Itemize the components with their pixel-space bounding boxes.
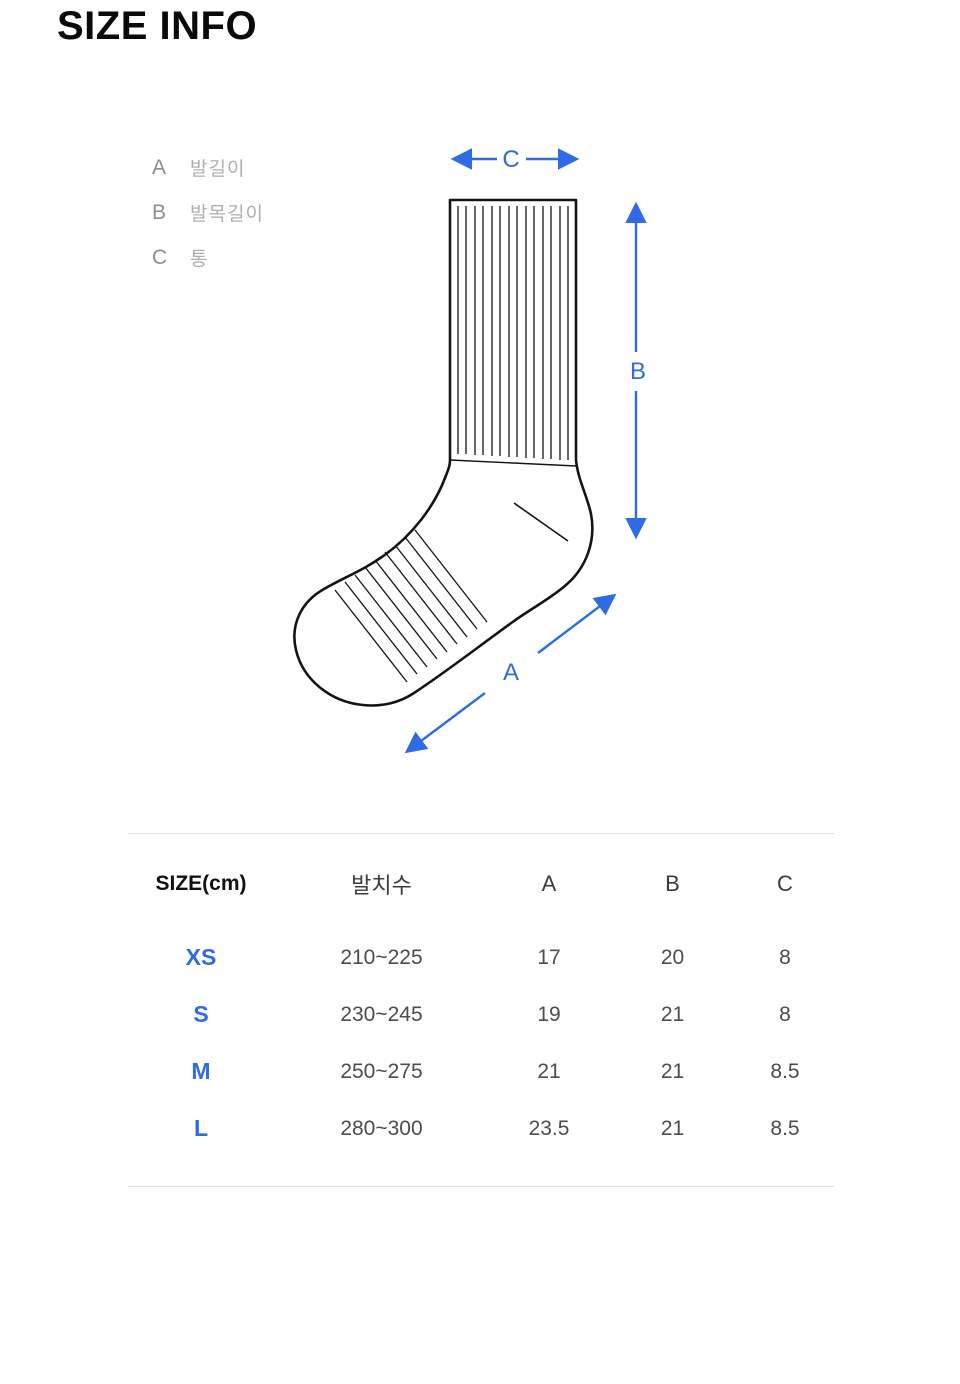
size-table: SIZE(cm) 발치수 A B C XS 210~225 17 20 8 S … xyxy=(128,833,834,1187)
table-row-m: M 250~275 21 21 8.5 xyxy=(128,1043,834,1100)
table-row-xs: XS 210~225 17 20 8 xyxy=(128,929,834,986)
foot-range: 230~245 xyxy=(340,1002,423,1026)
legend-key-b: B xyxy=(152,200,167,224)
size-label: L xyxy=(193,1115,209,1141)
size-label: XS xyxy=(185,944,217,970)
value-b: 21 xyxy=(660,1059,685,1083)
size-label: S xyxy=(193,1001,209,1027)
header-c: C xyxy=(777,871,793,896)
size-table-header: SIZE(cm) 발치수 A B C xyxy=(128,862,834,906)
sock-diagram: C B A xyxy=(293,146,647,754)
dimension-label-a: A xyxy=(503,659,519,686)
value-a: 23.5 xyxy=(528,1116,570,1140)
sock-outline xyxy=(293,198,594,707)
page-title: SIZE INFO xyxy=(57,4,258,48)
legend-key-c: C xyxy=(152,245,168,269)
legend-item-c: C 통 xyxy=(152,235,264,280)
value-a: 21 xyxy=(537,1059,561,1083)
value-a: 17 xyxy=(537,945,561,969)
value-c: 8 xyxy=(779,1002,791,1026)
header-b: B xyxy=(665,871,680,896)
arrow-a-upper xyxy=(537,593,617,654)
legend-label-b: 발목길이 xyxy=(190,204,264,225)
header-foot-size: 발치수 xyxy=(351,873,412,898)
legend-item-a: A 발길이 xyxy=(152,145,264,190)
legend-key-a: A xyxy=(152,155,167,179)
size-label: M xyxy=(191,1058,211,1084)
foot-range: 250~275 xyxy=(340,1059,423,1083)
foot-range: 210~225 xyxy=(340,945,423,969)
value-c: 8.5 xyxy=(770,1059,800,1083)
foot-range: 280~300 xyxy=(340,1116,423,1140)
legend-item-b: B 발목길이 xyxy=(152,190,264,235)
foot-ribbing xyxy=(334,529,488,683)
dimension-label-c: C xyxy=(502,146,519,173)
value-b: 21 xyxy=(660,1116,685,1140)
header-a: A xyxy=(541,871,557,896)
measurement-legend: A 발길이 B 발목길이 C 통 xyxy=(152,145,264,280)
cuff-bottom-line xyxy=(449,459,577,467)
cuff-ribbing xyxy=(457,206,569,460)
value-b: 21 xyxy=(660,1002,685,1026)
value-c: 8.5 xyxy=(770,1116,800,1140)
arrow-a-lower xyxy=(404,692,486,754)
dimension-arrows xyxy=(404,148,647,754)
value-c: 8 xyxy=(779,945,791,969)
value-b: 20 xyxy=(660,945,685,969)
dimension-label-b: B xyxy=(630,358,646,385)
table-row-l: L 280~300 23.5 21 8.5 xyxy=(128,1100,834,1157)
value-a: 19 xyxy=(537,1002,561,1026)
table-row-s: S 230~245 19 21 8 xyxy=(128,986,834,1043)
heel-seam-line xyxy=(513,502,569,542)
legend-label-a: 발길이 xyxy=(190,159,246,180)
header-size: SIZE(cm) xyxy=(155,872,247,895)
legend-label-c: 통 xyxy=(190,249,209,270)
